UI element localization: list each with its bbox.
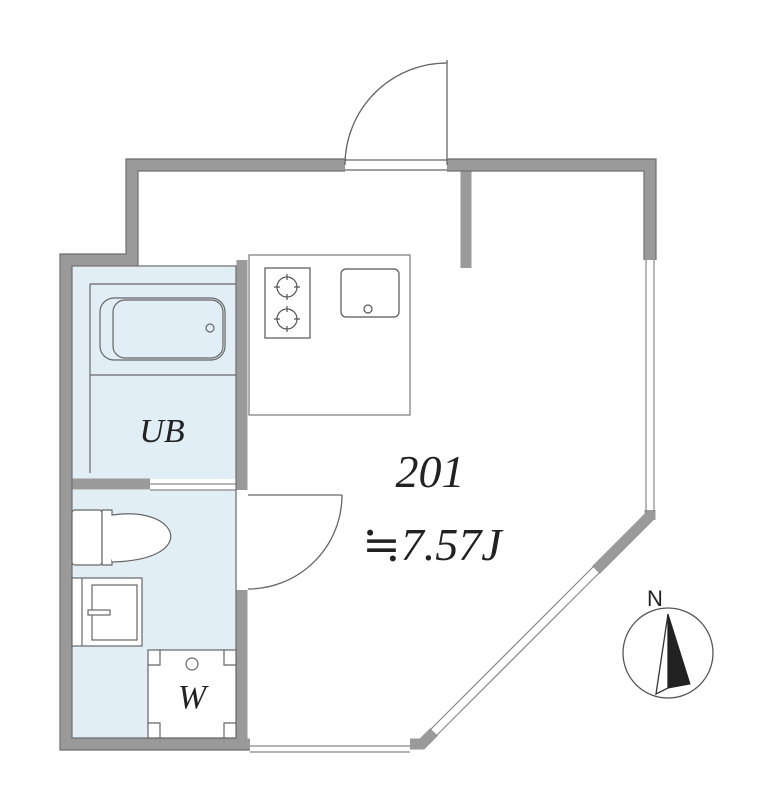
- washbasin-icon: [71, 577, 143, 647]
- window-right: [645, 260, 655, 512]
- bathroom-floor: [72, 267, 237, 479]
- kitchen-counter: [248, 254, 411, 416]
- bathtub-icon: [89, 283, 236, 473]
- washer-space: [147, 649, 237, 739]
- walls: [60, 159, 656, 750]
- entrance-door[interactable]: [344, 60, 448, 171]
- washer-label: W: [178, 679, 209, 716]
- compass-north-label: N: [647, 586, 663, 611]
- stove-icon: [264, 267, 311, 339]
- washroom-door[interactable]: [247, 494, 343, 590]
- compass-icon: [622, 607, 714, 699]
- toilet-icon: [71, 509, 172, 566]
- room-number: 201: [396, 446, 465, 497]
- sink-icon: [340, 268, 400, 318]
- window-bottom: [250, 745, 410, 753]
- window-diagonal: [429, 565, 601, 737]
- room-area: ≒7.57J: [362, 519, 504, 570]
- bathroom-label: UB: [139, 413, 185, 450]
